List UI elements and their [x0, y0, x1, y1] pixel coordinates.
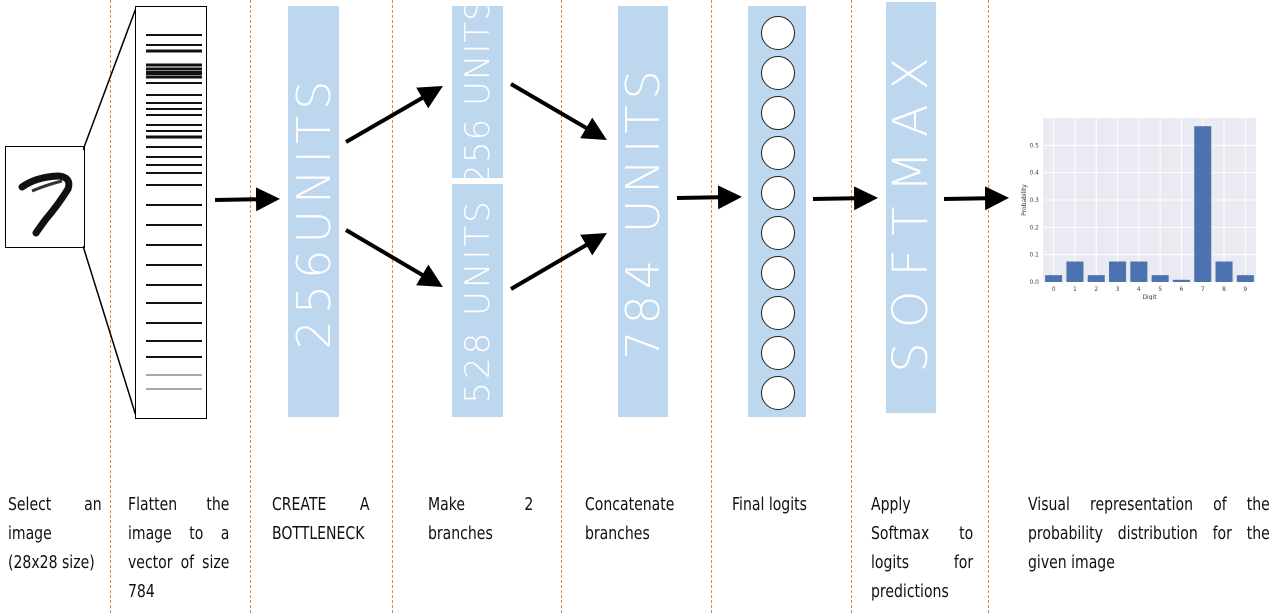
bar — [1045, 275, 1063, 282]
logit-node — [761, 256, 795, 290]
logit-node — [761, 136, 795, 170]
caption-bottleneck: CREATE A BOTTLENECK — [272, 494, 370, 544]
caption-concatenate: Concatenate branches — [585, 494, 675, 544]
bar — [1130, 261, 1148, 282]
x-tick-label: 8 — [1222, 286, 1226, 293]
caption-softmax: Apply Softmax to logits for predictions — [871, 494, 974, 602]
y-tick-label: 0.2 — [1029, 224, 1039, 231]
softmax-label: SOFTMAX — [883, 42, 939, 373]
x-tick-label: 7 — [1201, 286, 1205, 293]
y-tick-label: 0.0 — [1029, 279, 1039, 286]
logit-node — [761, 296, 795, 330]
x-tick-label: 2 — [1094, 286, 1098, 293]
x-axis-label: Digit — [1142, 294, 1157, 300]
logit-node — [761, 376, 795, 410]
branch-top-label: 256 UNITS — [457, 0, 498, 186]
logit-node — [761, 216, 795, 250]
branch-bottom-box: 528 UNITS — [452, 184, 503, 417]
caption-select-image: Select an image (28x28 size) — [8, 494, 102, 573]
caption-final-logits: Final logits — [732, 494, 807, 515]
logits-box — [748, 6, 806, 417]
bar — [1087, 275, 1105, 282]
logit-node — [761, 56, 795, 90]
x-tick-label: 5 — [1158, 286, 1162, 293]
x-tick-label: 3 — [1116, 286, 1120, 293]
bottleneck-label: 256UNITS — [286, 74, 341, 349]
divider-line — [851, 0, 852, 613]
x-tick-label: 0 — [1052, 286, 1056, 293]
x-tick-label: 4 — [1137, 286, 1141, 293]
divider-line — [561, 0, 562, 613]
divider-line — [250, 0, 251, 613]
y-tick-label: 0.1 — [1029, 252, 1039, 259]
x-tick-label: 9 — [1243, 286, 1247, 293]
bar — [1172, 279, 1190, 282]
logit-node — [761, 336, 795, 370]
y-axis-label: Probability — [1021, 184, 1028, 216]
divider-line — [392, 0, 393, 613]
y-tick-label: 0.5 — [1029, 142, 1039, 149]
y-tick-label: 0.4 — [1029, 170, 1039, 177]
concat-box: 784 UNITS — [616, 6, 670, 417]
divider-line — [711, 0, 712, 613]
caption-flatten: Flatten the image to a vector of size 78… — [128, 494, 230, 602]
logit-node — [761, 176, 795, 210]
flattened-vector — [135, 6, 207, 419]
bar — [1194, 126, 1212, 282]
bar — [1236, 275, 1254, 282]
bar — [1066, 261, 1084, 282]
caption-visual-representation: Visual representation of the probability… — [1028, 494, 1270, 573]
logit-node — [761, 96, 795, 130]
divider-line — [110, 0, 111, 613]
input-digit-image — [5, 146, 85, 248]
bottleneck-box: 256UNITS — [286, 6, 341, 417]
bar — [1215, 261, 1233, 282]
branch-top-box: 256 UNITS — [452, 0, 503, 186]
concat-label: 784 UNITS — [616, 63, 670, 360]
bar — [1109, 261, 1127, 282]
divider-line — [988, 0, 989, 613]
softmax-box: SOFTMAX — [883, 2, 939, 413]
zoom-lines — [83, 7, 137, 417]
logit-node — [761, 16, 795, 50]
branch-bottom-label: 528 UNITS — [457, 197, 498, 404]
y-tick-label: 0.3 — [1029, 197, 1039, 204]
caption-branches: Make 2 branches — [428, 494, 534, 544]
x-tick-label: 1 — [1073, 286, 1077, 293]
bar — [1151, 275, 1169, 282]
x-tick-label: 6 — [1180, 286, 1184, 293]
